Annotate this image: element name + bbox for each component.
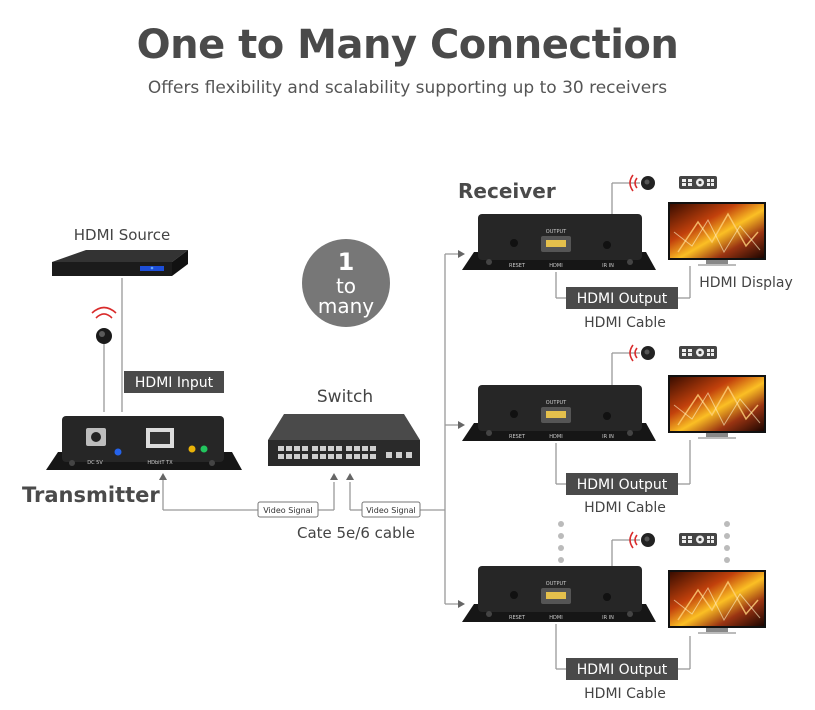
badge-line1: to: [336, 274, 356, 298]
transmitter-label: Transmitter: [22, 483, 160, 507]
hdmi-output-badge-2: [566, 473, 678, 495]
page-subtitle: Offers flexibility and scalability suppo…: [147, 78, 668, 98]
continuation-dots-right: [724, 521, 730, 563]
video-signal-tag-left: [257, 501, 319, 518]
hdmi-input-label: HDMI Input: [135, 375, 214, 391]
one-to-many-badge: 1 to many: [302, 239, 390, 327]
receiver-irin-2: IR IN: [602, 434, 614, 440]
hdmi-cable-label-3: HDMI Cable: [584, 686, 666, 702]
hdmi-display-icon: [667, 374, 767, 440]
ir-sensor-icon: [91, 306, 117, 412]
switch-label: Switch: [317, 387, 373, 407]
continuation-dots-left: [558, 521, 564, 563]
badge-line2: many: [318, 294, 374, 318]
switch-device: [268, 414, 420, 466]
receiver-output-1: OUTPUT: [546, 229, 567, 235]
receiver-irin-3: IR IN: [602, 615, 614, 621]
receiver-unit-3: RESET HDMI OUTPUT IR IN HDMI Output HDMI…: [462, 531, 767, 702]
hdmi-output-label-3: HDMI Output: [577, 662, 668, 678]
receiver-reset-3: RESET: [509, 615, 526, 621]
hdmi-display-icon: [667, 201, 767, 267]
hdmi-display-label: HDMI Display: [699, 275, 793, 291]
remote-control-icon: [679, 533, 717, 546]
hdmi-display-icon: [667, 569, 767, 635]
receiver-reset-2: RESET: [509, 434, 526, 440]
transmitter-switch-cable: [159, 473, 338, 511]
hdmi-source-device: [52, 250, 188, 276]
hdmi-output-label-1: HDMI Output: [577, 291, 668, 307]
receiver-hdmi-3: HDMI: [549, 615, 562, 621]
hdmi-source-label: HDMI Source: [74, 226, 170, 244]
hdmi-output-badge-1: [566, 287, 678, 309]
hdmi-input-badge: [124, 371, 224, 393]
receiver-output-3: OUTPUT: [546, 581, 567, 587]
video-signal-text-left: Video Signal: [263, 506, 313, 515]
receiver-output-2: OUTPUT: [546, 400, 567, 406]
receiver-unit-2: RESET HDMI OUTPUT IR IN HDMI Output HDMI…: [462, 344, 767, 516]
video-signal-tag-right: [361, 501, 421, 518]
receiver-reset-1: RESET: [509, 263, 526, 269]
transmitter-device: DC 5V HDbitT TX: [46, 416, 242, 470]
video-signal-text-right: Video Signal: [366, 506, 416, 515]
hdbt-tx-label: HDbitT TX: [147, 460, 173, 466]
hdmi-output-label-2: HDMI Output: [577, 477, 668, 493]
badge-number: 1: [338, 248, 355, 276]
receiver-unit-1: RESET HDMI OUTPUT IR IN HDMI Output HDMI…: [462, 174, 793, 331]
receiver-hdmi-1: HDMI: [549, 263, 562, 269]
remote-control-icon: [679, 176, 717, 189]
dc-port-label: DC 5V: [87, 460, 103, 466]
remote-control-icon: [679, 346, 717, 359]
hdmi-cable-label-1: HDMI Cable: [584, 315, 666, 331]
receiver-label: Receiver: [458, 179, 556, 203]
cable-type-label: Cate 5e/6 cable: [297, 524, 415, 542]
receiver-irin-1: IR IN: [602, 263, 614, 269]
hdmi-cable-label-2: HDMI Cable: [584, 500, 666, 516]
switch-receiver-cables: [346, 250, 465, 608]
hdmi-output-badge-3: [566, 658, 678, 680]
receiver-hdmi-2: HDMI: [549, 434, 562, 440]
page-title: One to Many Connection: [136, 22, 679, 68]
